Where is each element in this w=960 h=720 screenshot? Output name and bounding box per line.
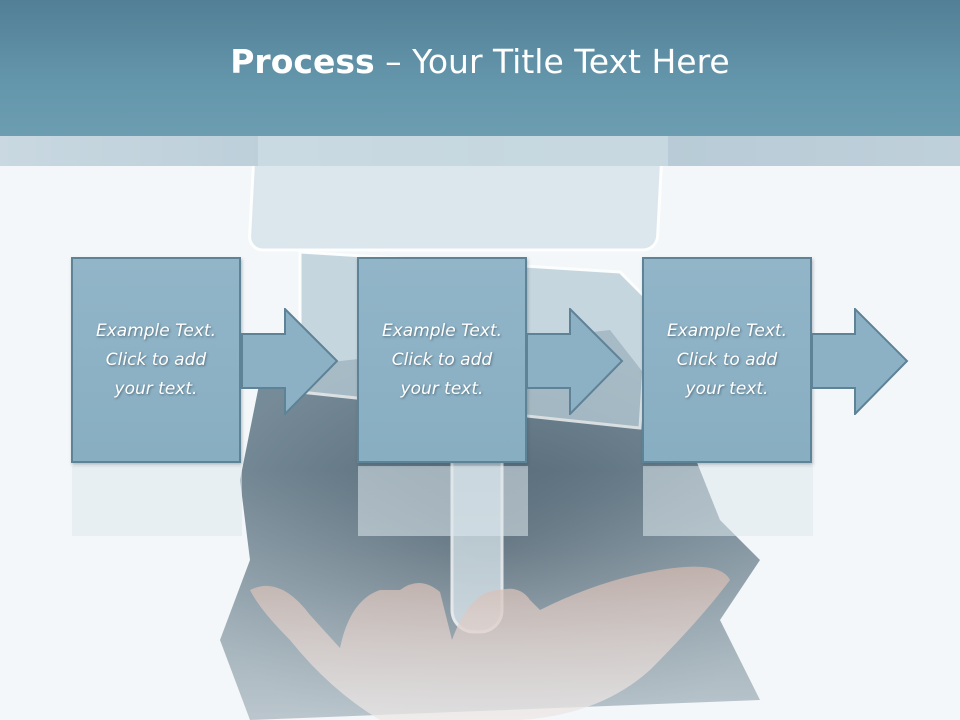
title-rest: – Your Title Text Here	[374, 41, 730, 81]
process-step-2[interactable]: Example Text. Click to add your text.	[357, 257, 527, 463]
title-bold: Process	[230, 41, 375, 81]
step-2-text: Example Text. Click to add your text.	[367, 317, 517, 404]
slide-title[interactable]: Process – Your Title Text Here	[230, 45, 729, 78]
step-3-line-1: Example Text.	[666, 320, 788, 341]
process-step-3[interactable]: Example Text. Click to add your text.	[642, 257, 812, 463]
step-1-line-2: Click to add	[105, 349, 207, 370]
title-bar: Process – Your Title Text Here	[0, 0, 960, 136]
step-3-line-2: Click to add	[676, 349, 778, 370]
process-step-1[interactable]: Example Text. Click to add your text.	[71, 257, 241, 463]
reflection-2	[358, 466, 528, 536]
step-2-line-2: Click to add	[391, 349, 493, 370]
step-2-line-1: Example Text.	[381, 320, 503, 341]
step-3-line-3: your text.	[685, 378, 769, 399]
step-3-text: Example Text. Click to add your text.	[652, 317, 802, 404]
step-1-line-3: your text.	[114, 378, 198, 399]
panel-overlap	[258, 136, 668, 166]
reflection-3	[643, 466, 813, 536]
arrow-right-icon	[241, 308, 339, 415]
arrow-right-icon	[526, 308, 624, 415]
arrow-right-icon	[811, 308, 909, 415]
reflection-1	[72, 466, 242, 536]
step-2-line-3: your text.	[400, 378, 484, 399]
step-1-text: Example Text. Click to add your text.	[81, 317, 231, 404]
step-1-line-1: Example Text.	[95, 320, 217, 341]
